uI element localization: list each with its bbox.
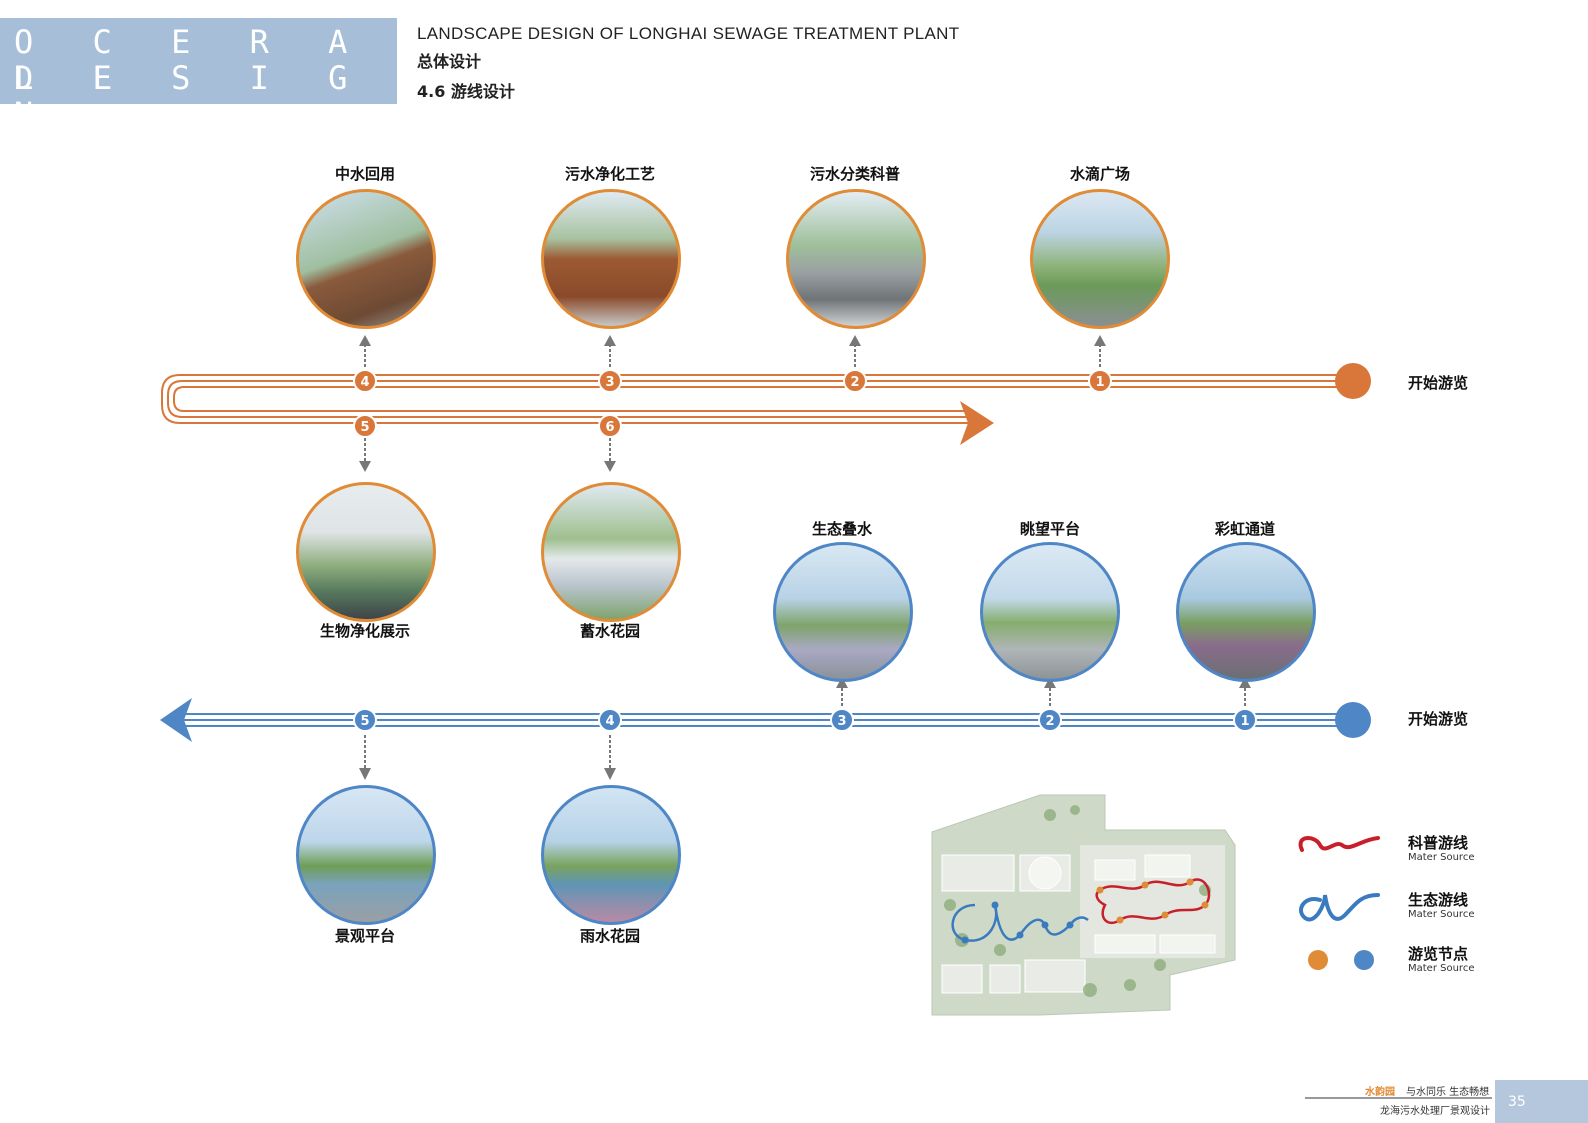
node-label-blue-4: 雨水花园: [579, 927, 640, 945]
site-plan-map: [931, 794, 1236, 1016]
orange-start-label: 开始游览: [1408, 374, 1469, 392]
node-label-orange-5: 生物净化展示: [319, 622, 410, 640]
photo-storage-garden: [541, 482, 681, 622]
project-title-zh: 总体设计: [417, 52, 482, 71]
photo-sewage-purification: [541, 189, 681, 329]
footer-project-name: 龙海污水处理厂景观设计: [1380, 1106, 1490, 1117]
orange-marker-3: 3: [598, 369, 622, 393]
legend-node-orange-swatch: [1308, 950, 1328, 970]
orange-marker-4: 4: [353, 369, 377, 393]
svg-text:1: 1: [1240, 714, 1249, 729]
blue-start-dot: [1335, 702, 1371, 738]
legend-node-sub: Mater Source: [1408, 963, 1475, 974]
photo-water-drop-plaza: [1030, 189, 1170, 329]
node-label-blue-5: 景观平台: [334, 927, 395, 945]
svg-text:1: 1: [1095, 375, 1104, 390]
photo-bio-purification: [296, 482, 436, 622]
svg-text:4: 4: [360, 375, 369, 390]
node-label-blue-3: 生态叠水: [811, 520, 872, 538]
orange-route-arrowhead: [960, 401, 994, 445]
node-label-orange-3: 污水净化工艺: [564, 165, 655, 183]
orange-marker-2: 2: [843, 369, 867, 393]
legend-eco-route-sub: Mater Source: [1408, 909, 1475, 920]
section-heading: 4.6 游线设计: [417, 82, 515, 101]
legend-node-title: 游览节点: [1408, 945, 1469, 963]
svg-text:2: 2: [1045, 714, 1054, 729]
svg-text:3: 3: [605, 375, 614, 390]
page-number: 35: [1508, 1094, 1526, 1110]
blue-start-label: 开始游览: [1408, 710, 1469, 728]
svg-text:3: 3: [837, 714, 846, 729]
photo-eco-cascade: [773, 542, 913, 682]
project-title-en: LANDSCAPE DESIGN OF LONGHAI SEWAGE TREAT…: [417, 24, 960, 43]
photo-greywater-reuse: [296, 189, 436, 329]
legend-node-blue-swatch: [1354, 950, 1374, 970]
svg-text:5: 5: [360, 714, 369, 729]
orange-route-line: [161, 374, 1345, 424]
blue-marker-3: 3: [830, 708, 854, 732]
node-label-blue-1: 彩虹通道: [1214, 520, 1275, 538]
photo-rain-garden: [541, 785, 681, 925]
orange-start-dot: [1335, 363, 1371, 399]
blue-marker-1: 1: [1233, 708, 1257, 732]
photo-sewage-science: [786, 189, 926, 329]
blue-marker-2: 2: [1038, 708, 1062, 732]
orange-marker-5: 5: [353, 414, 377, 438]
legend-eco-route-swatch: [1299, 893, 1380, 922]
node-label-orange-2: 污水分类科普: [809, 165, 900, 183]
photo-lookout-platform: [980, 542, 1120, 682]
node-label-orange-4: 中水回用: [334, 165, 395, 183]
legend-science-route-swatch: [1298, 836, 1380, 852]
svg-text:6: 6: [605, 420, 614, 435]
blue-route-arrowhead: [160, 698, 192, 742]
photo-rainbow-passage: [1176, 542, 1316, 682]
node-label-orange-6: 蓄水花园: [579, 622, 640, 640]
section-title-line1: O C E R A L L: [14, 23, 368, 97]
svg-text:4: 4: [605, 714, 614, 729]
svg-text:5: 5: [360, 420, 369, 435]
orange-marker-6: 6: [598, 414, 622, 438]
photo-landscape-platform: [296, 785, 436, 925]
legend-science-route-sub: Mater Source: [1408, 852, 1475, 863]
svg-text:2: 2: [850, 375, 859, 390]
node-label-blue-2: 眺望平台: [1019, 520, 1080, 538]
node-label-orange-1: 水滴广场: [1069, 165, 1130, 183]
section-title-line2: D E S I G N: [14, 59, 368, 133]
section-title-block: O C E R A L L D E S I G N: [0, 18, 397, 132]
blue-marker-4: 4: [598, 708, 622, 732]
footer-slogan: 与水同乐 生态畅想: [1406, 1087, 1490, 1098]
page-number-box: [1495, 1080, 1588, 1123]
orange-marker-1: 1: [1088, 369, 1112, 393]
legend-science-route-title: 科普游线: [1408, 834, 1469, 852]
legend-eco-route-title: 生态游线: [1408, 891, 1469, 909]
footer-brand-tag: 水韵园: [1365, 1087, 1395, 1098]
blue-marker-5: 5: [353, 708, 377, 732]
